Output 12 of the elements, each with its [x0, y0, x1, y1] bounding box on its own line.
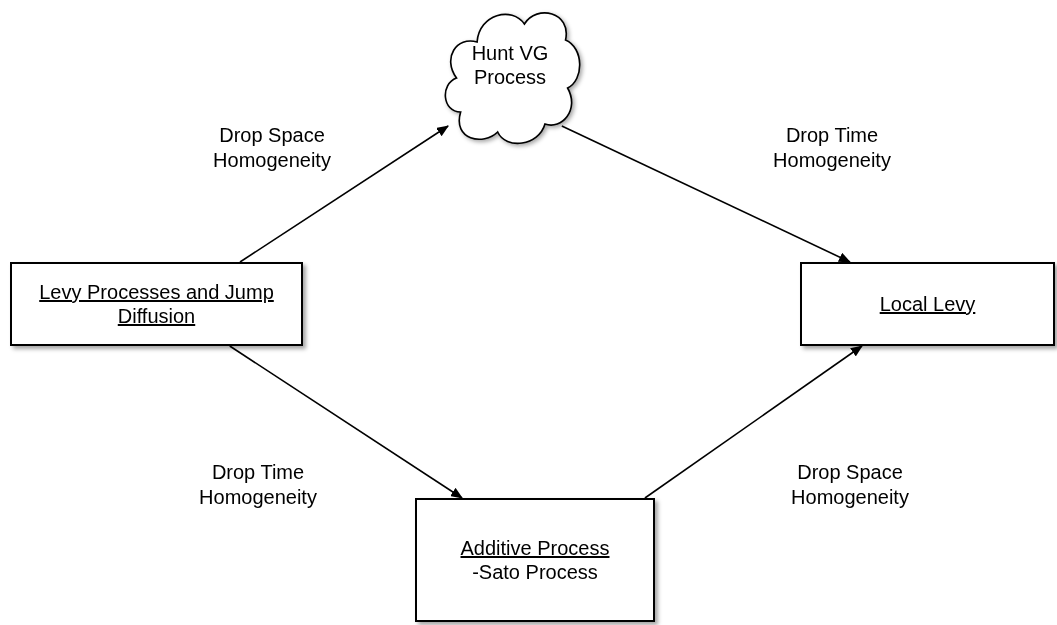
- arrow: [644, 345, 863, 499]
- process-box: [800, 262, 1055, 346]
- arrow: [228, 345, 463, 499]
- node-title: Levy Processes and Jump Diffusion: [38, 280, 275, 328]
- node-label: Hunt VG Process: [470, 41, 550, 89]
- arrow: [239, 125, 449, 263]
- node-title: Additive Process: [459, 536, 611, 560]
- node-label: -Sato Process: [471, 560, 599, 584]
- process-box: [10, 262, 303, 346]
- arrow: [561, 125, 851, 263]
- node-title: Local Levy: [878, 292, 977, 316]
- process-box: [415, 498, 655, 622]
